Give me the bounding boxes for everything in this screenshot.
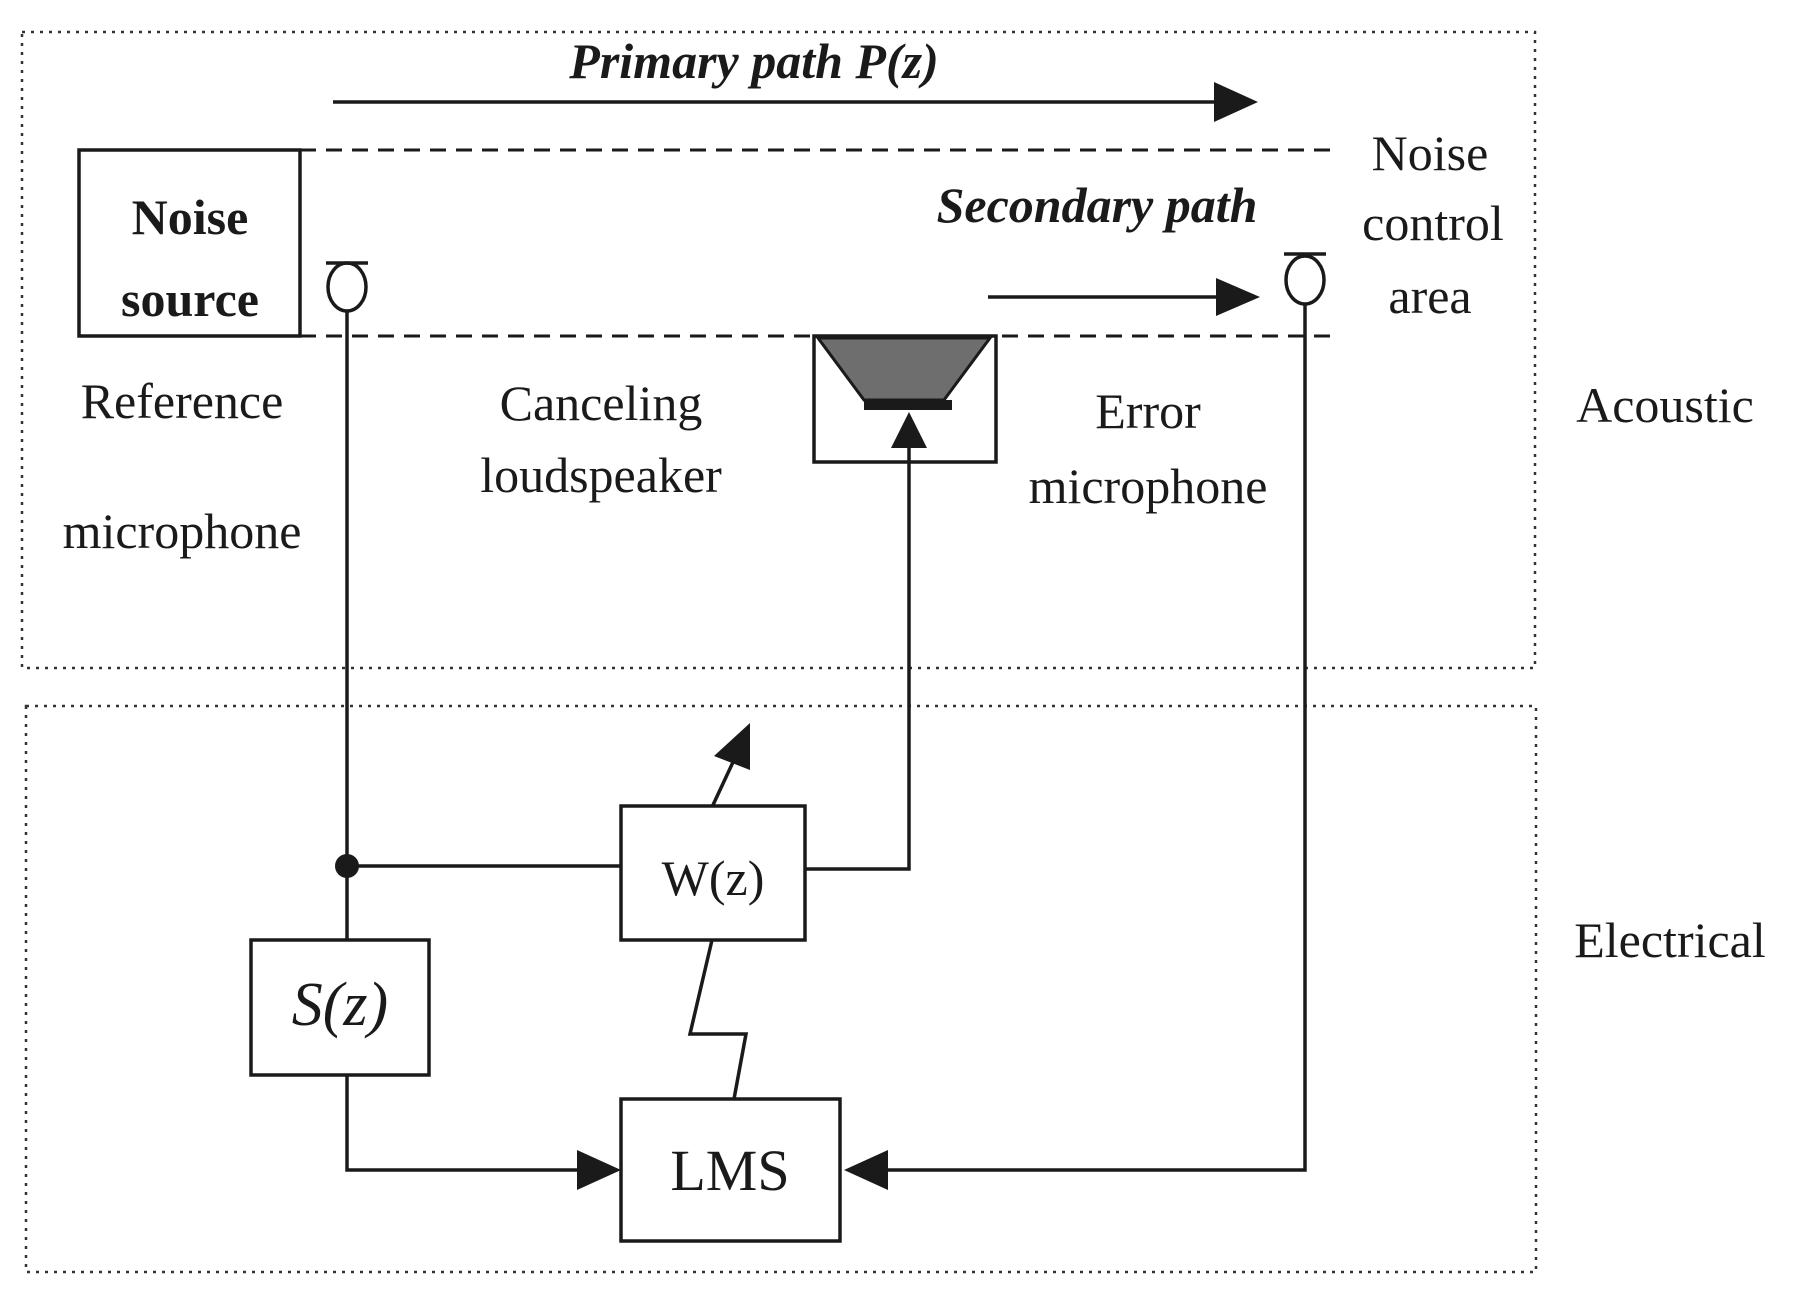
reference-microphone-label-line1: Reference [81,373,284,429]
noise-source-label-line1: Noise [132,189,249,245]
canceling-loudspeaker-label-line1: Canceling [500,375,703,431]
s-filter-label: S(z) [292,971,388,1039]
s-filter-block [249,938,431,1077]
w-to-loudspeaker-wire [805,448,911,871]
loudspeaker-driver [864,400,952,410]
electrical-region-label: Electrical [1574,912,1766,968]
adaptation-link [687,939,749,1100]
error-microphone-label-line1: Error [1095,383,1201,439]
primary-path-label: Primary path P(z) [568,33,938,89]
loudspeaker-input-arrowhead [891,412,927,448]
reference-microphone-label-line2: microphone [63,503,302,559]
secondary-path-arrowhead [1216,278,1260,316]
noise-control-area-label-line3: area [1388,268,1471,324]
adaptation-arrow [711,759,736,806]
w-filter-block [619,804,807,942]
noise-control-area-label-line1: Noise [1372,125,1489,181]
reference-microphone-icon [326,261,368,313]
w-filter-label: W(z) [662,850,765,906]
lms-label: LMS [670,1138,789,1203]
error-to-lms-arrowhead [844,1150,888,1190]
noise-source-label-line2: source [121,271,259,327]
adaptation-arrowhead [714,723,750,770]
lms-block [619,1097,842,1243]
noise-source-box [77,148,302,338]
secondary-path-label: Secondary path [937,177,1258,233]
error-microphone-label-line2: microphone [1029,458,1268,514]
error-microphone-icon [1284,254,1326,306]
noise-control-area-label-line2: control [1362,195,1504,251]
s-to-lms-arrowhead [577,1150,621,1190]
s-to-lms-wire [345,1075,582,1172]
electrical-region-border [24,704,1538,1274]
acoustic-region-label: Acoustic [1576,377,1754,433]
acoustic-region-border [20,30,1537,670]
primary-path-arrowhead [1214,82,1258,122]
error-signal-wire [888,304,1307,1172]
canceling-loudspeaker-label-line2: loudspeaker [480,447,722,503]
